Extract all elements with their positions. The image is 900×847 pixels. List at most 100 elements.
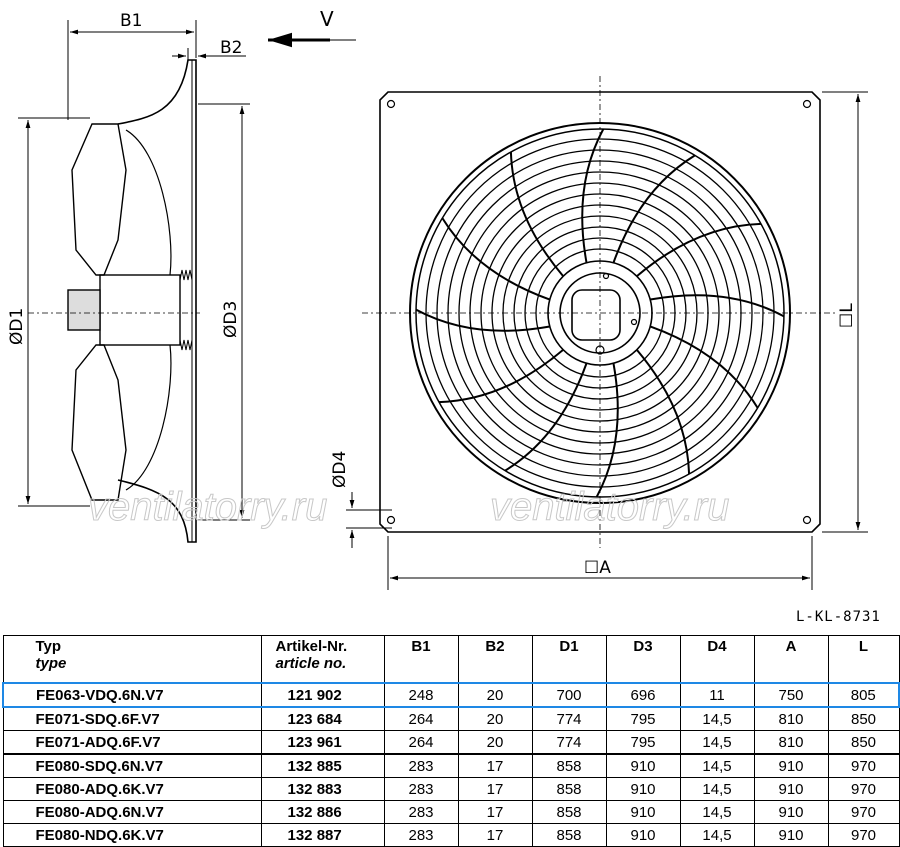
side-dimensions bbox=[18, 20, 356, 521]
value-cell: 20 bbox=[457, 706, 533, 731]
value-cell: 283 bbox=[383, 823, 459, 847]
value-cell: 910 bbox=[605, 823, 681, 847]
value-cell: 14,5 bbox=[679, 730, 755, 755]
value-cell: 850 bbox=[827, 730, 900, 755]
value-cell: 858 bbox=[531, 753, 607, 778]
article-cell: 121 902 bbox=[260, 682, 385, 708]
technical-drawing: ventilatorry.ru ventilatorry.ru B1 B2 V … bbox=[7, 7, 868, 590]
article-cell: 123 684 bbox=[260, 706, 385, 731]
header-label: B2 bbox=[485, 638, 505, 655]
type-cell: FE063-VDQ.6N.V7 bbox=[2, 682, 262, 708]
table-header-cell: B1 bbox=[383, 635, 459, 684]
type-cell: FE071-ADQ.6F.V7 bbox=[2, 730, 262, 755]
table-header-cell: A bbox=[753, 635, 829, 684]
value-cell: 696 bbox=[605, 682, 681, 708]
dim-label-d4: ØD4 bbox=[330, 451, 350, 488]
value-cell: 795 bbox=[605, 730, 681, 755]
value-cell: 858 bbox=[531, 777, 607, 801]
type-cell: FE080-ADQ.6N.V7 bbox=[2, 800, 262, 824]
value-cell: 264 bbox=[383, 730, 459, 755]
value-cell: 810 bbox=[753, 730, 829, 755]
value-cell: 20 bbox=[457, 730, 533, 755]
value-cell: 14,5 bbox=[679, 777, 755, 801]
value-cell: 805 bbox=[827, 682, 900, 708]
dim-label-b1: B1 bbox=[120, 11, 142, 31]
table-header-cell: D1 bbox=[531, 635, 607, 684]
value-cell: 910 bbox=[753, 753, 829, 778]
value-cell: 750 bbox=[753, 682, 829, 708]
header-label: Artikel-Nr. bbox=[275, 638, 348, 655]
value-cell: 17 bbox=[457, 800, 533, 824]
dim-label-a: ☐A bbox=[584, 558, 611, 578]
value-cell: 14,5 bbox=[679, 706, 755, 731]
value-cell: 264 bbox=[383, 706, 459, 731]
header-label: D3 bbox=[633, 638, 653, 655]
value-cell: 970 bbox=[827, 800, 900, 824]
header-label: D4 bbox=[707, 638, 727, 655]
type-cell: FE080-SDQ.6N.V7 bbox=[2, 753, 262, 778]
value-cell: 970 bbox=[827, 823, 900, 847]
article-cell: 132 885 bbox=[260, 753, 385, 778]
type-cell: FE080-ADQ.6K.V7 bbox=[2, 777, 262, 801]
header-label: D1 bbox=[559, 638, 579, 655]
value-cell: 910 bbox=[605, 777, 681, 801]
side-view bbox=[28, 59, 200, 543]
type-cell: FE080-NDQ.6K.V7 bbox=[2, 823, 262, 847]
article-cell: 132 883 bbox=[260, 777, 385, 801]
value-cell: 17 bbox=[457, 753, 533, 778]
value-cell: 17 bbox=[457, 777, 533, 801]
dim-label-b2: B2 bbox=[220, 38, 242, 58]
article-cell: 132 886 bbox=[260, 800, 385, 824]
dim-label-v: V bbox=[320, 7, 334, 31]
value-cell: 14,5 bbox=[679, 800, 755, 824]
value-cell: 858 bbox=[531, 823, 607, 847]
drawing-code: L-KL-8731 bbox=[796, 609, 881, 625]
value-cell: 810 bbox=[753, 706, 829, 731]
header-sublabel: type bbox=[35, 655, 67, 672]
article-cell: 132 887 bbox=[260, 823, 385, 847]
value-cell: 283 bbox=[383, 753, 459, 778]
front-view bbox=[362, 76, 838, 548]
value-cell: 970 bbox=[827, 777, 900, 801]
value-cell: 283 bbox=[383, 777, 459, 801]
value-cell: 700 bbox=[531, 682, 607, 708]
value-cell: 910 bbox=[605, 800, 681, 824]
value-cell: 910 bbox=[753, 823, 829, 847]
value-cell: 14,5 bbox=[679, 823, 755, 847]
front-dimensions bbox=[346, 91, 868, 590]
watermark-left: ventilatorry.ru bbox=[88, 485, 327, 529]
table-header-cell: D4 bbox=[679, 635, 755, 684]
watermark-right: ventilatorry.ru bbox=[490, 485, 729, 529]
header-label: Typ bbox=[35, 638, 62, 655]
dim-label-l: ☐L bbox=[837, 303, 857, 328]
article-cell: 123 961 bbox=[260, 730, 385, 755]
value-cell: 774 bbox=[531, 706, 607, 731]
value-cell: 14,5 bbox=[679, 753, 755, 778]
value-cell: 20 bbox=[457, 682, 533, 708]
dim-label-d3: ØD3 bbox=[221, 301, 241, 338]
header-label: B1 bbox=[411, 638, 431, 655]
value-cell: 910 bbox=[605, 753, 681, 778]
type-cell: FE071-SDQ.6F.V7 bbox=[2, 706, 262, 731]
dim-label-d1: ØD1 bbox=[7, 308, 27, 345]
table-header-cell: Artikel-Nr.article no. bbox=[260, 635, 385, 684]
value-cell: 910 bbox=[753, 777, 829, 801]
value-cell: 970 bbox=[827, 753, 900, 778]
value-cell: 910 bbox=[753, 800, 829, 824]
value-cell: 850 bbox=[827, 706, 900, 731]
header-label: L bbox=[858, 638, 869, 655]
header-label: A bbox=[785, 638, 797, 655]
table-header-cell: L bbox=[827, 635, 900, 684]
table-header-cell: D3 bbox=[605, 635, 681, 684]
value-cell: 774 bbox=[531, 730, 607, 755]
